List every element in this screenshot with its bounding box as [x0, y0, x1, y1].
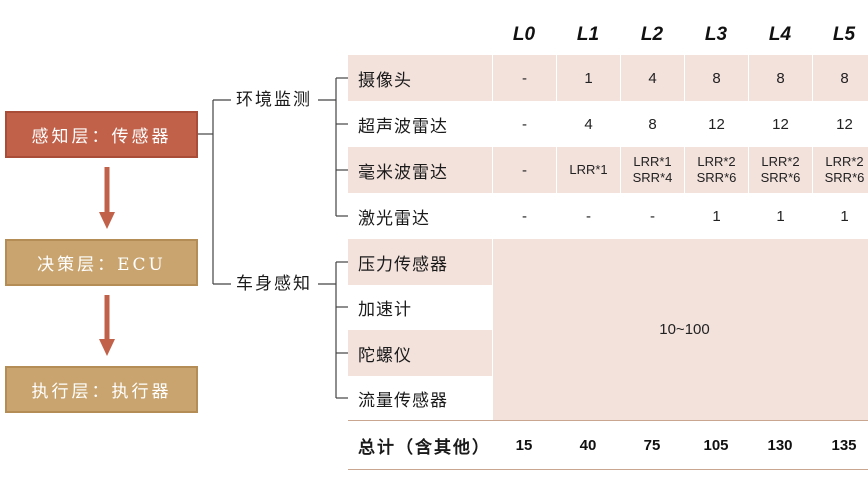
value-cell: - — [492, 147, 556, 193]
value-line: SRR*6 — [824, 170, 865, 185]
body-sensor-label: 陀螺仪 — [348, 330, 492, 376]
row-label: 超声波雷达 — [358, 116, 448, 137]
header-level: L1 — [576, 24, 600, 45]
body-sensors-value-cell: 10~100 — [492, 239, 868, 420]
value-cell: 8 — [620, 101, 684, 147]
header-level: L0 — [512, 24, 536, 45]
total-value: 15 — [515, 436, 533, 454]
header-level: L5 — [832, 24, 856, 45]
flow-box-perception: 感知层：传感器 — [5, 111, 198, 158]
group-label-body: 车身感知 — [236, 274, 312, 294]
value-cell: 12 — [748, 101, 812, 147]
arrow-head — [99, 212, 115, 229]
table-header: L0 L1 L2 L3 L4 L5 — [348, 15, 868, 55]
arrow-shaft — [104, 295, 110, 341]
flow-box-execution: 执行层：执行器 — [5, 366, 198, 413]
table-row-lidar: 激光雷达 - - - 1 1 1 — [348, 193, 868, 239]
value-cell: LRR*2 SRR*6 — [748, 147, 812, 193]
row-label: 激光雷达 — [358, 208, 430, 229]
value-cell: 1 — [556, 55, 620, 101]
total-value: 75 — [643, 436, 661, 454]
body-sensor-label: 加速计 — [358, 300, 412, 320]
table-bottom-rule — [348, 469, 868, 470]
table-row-ultrasonic: 超声波雷达 - 4 8 12 12 12 — [348, 101, 868, 147]
down-arrow-icon — [99, 167, 115, 229]
total-label: 总计（含其他） — [358, 437, 491, 458]
table-row-mmwave: 毫米波雷达 - LRR*1 LRR*1 SRR*4 LRR*2 SRR*6 LR… — [348, 147, 868, 193]
value-cell: - — [492, 55, 556, 101]
arrow-head — [99, 339, 115, 356]
value-cell: LRR*2 SRR*6 — [812, 147, 868, 193]
body-sensor-label: 压力传感器 — [348, 239, 492, 285]
flow-box-decision: 决策层：ECU — [5, 239, 198, 286]
value-cell: 12 — [812, 101, 868, 147]
total-value: 40 — [579, 436, 597, 454]
total-row: 总计（含其他） 15 40 75 105 130 135 — [348, 421, 868, 469]
value-cell: 1 — [748, 193, 812, 239]
row-label: 毫米波雷达 — [358, 162, 448, 183]
total-value: 130 — [767, 436, 793, 454]
value-cell: 12 — [684, 101, 748, 147]
row-label: 摄像头 — [358, 70, 412, 91]
value-cell: 4 — [620, 55, 684, 101]
value-line: SRR*6 — [760, 170, 801, 185]
value-cell: 1 — [812, 193, 868, 239]
value-line: - — [522, 161, 527, 179]
value-line: LRR*1 — [633, 154, 672, 169]
total-value: 105 — [703, 436, 729, 454]
value-cell: 4 — [556, 101, 620, 147]
value-line: LRR*1 — [569, 162, 608, 177]
table-divider — [348, 420, 868, 421]
value-cell: 8 — [748, 55, 812, 101]
value-cell: 8 — [812, 55, 868, 101]
value-cell: LRR*1 SRR*4 — [620, 147, 684, 193]
arrow-shaft — [104, 167, 110, 214]
total-value: 135 — [831, 436, 857, 454]
value-line: LRR*2 — [825, 154, 864, 169]
value-cell: LRR*1 — [556, 147, 620, 193]
down-arrow-icon — [99, 295, 115, 356]
value-cell: - — [492, 101, 556, 147]
body-sensor-label: 流量传感器 — [358, 390, 448, 411]
header-level: L3 — [704, 24, 728, 45]
value-line: SRR*4 — [632, 170, 673, 185]
value-line: LRR*2 — [697, 154, 736, 169]
value-cell: 8 — [684, 55, 748, 101]
group-label-environment: 环境监测 — [236, 90, 312, 110]
header-corner — [348, 15, 492, 55]
header-level: L4 — [768, 24, 792, 45]
value-cell: 1 — [684, 193, 748, 239]
table-row-camera: 摄像头 - 1 4 8 8 8 — [348, 55, 868, 101]
value-cell: - — [620, 193, 684, 239]
value-cell: - — [556, 193, 620, 239]
value-line: SRR*6 — [696, 170, 737, 185]
value-cell: - — [492, 193, 556, 239]
value-cell: LRR*2 SRR*6 — [684, 147, 748, 193]
header-level: L2 — [640, 24, 664, 45]
value-line: LRR*2 — [761, 154, 800, 169]
